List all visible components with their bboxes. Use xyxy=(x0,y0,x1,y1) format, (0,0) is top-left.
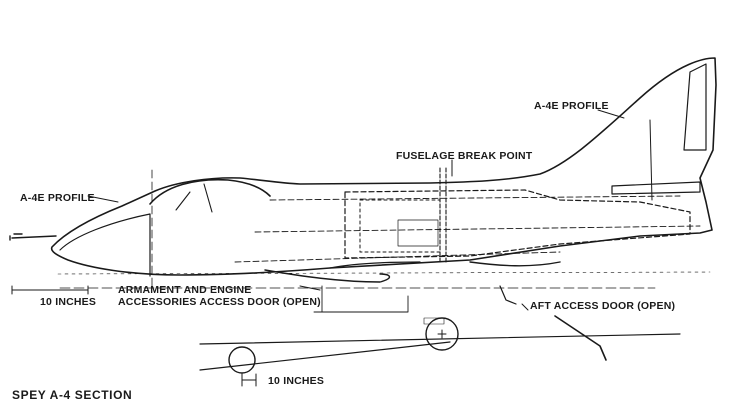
wheel-ten-inches-label: 10 INCHES xyxy=(268,375,325,387)
fuselage-break-point-label: FUSELAGE BREAK POINT xyxy=(396,150,533,162)
upper-contour-dashed xyxy=(269,195,681,201)
leader-tail-profile xyxy=(597,109,625,119)
fuselage-break-line xyxy=(439,167,447,263)
engine-annotation-box xyxy=(397,219,439,247)
engine-section-inner xyxy=(359,199,441,253)
armament-label-line1: ARMAMENT AND ENGINE xyxy=(118,284,252,296)
leader-aft-door xyxy=(521,303,529,311)
armament-label-line2: ACCESSORIES ACCESS DOOR (OPEN) xyxy=(118,296,321,308)
aft-access-door-label: AFT ACCESS DOOR (OPEN) xyxy=(530,300,676,312)
armament-access-door xyxy=(264,269,391,283)
main-wheel-cross xyxy=(437,329,447,339)
refuel-probe xyxy=(9,233,57,241)
horizontal-stabiliser xyxy=(611,181,701,195)
aft-door-hinge xyxy=(499,285,517,305)
nose-ten-inches-label: 10 INCHES xyxy=(40,296,97,308)
ground-line-upper xyxy=(199,333,681,345)
canopy-frame xyxy=(175,183,213,213)
drawing-title: SPEY A-4 SECTION xyxy=(12,388,133,402)
nose-profile-label: A-4E PROFILE xyxy=(20,192,95,204)
ground-line-lower xyxy=(199,341,451,371)
tail-profile-label: A-4E PROFILE xyxy=(534,100,609,112)
leader-armament xyxy=(299,285,321,291)
fuselage-outline xyxy=(50,57,717,276)
nose-dimension xyxy=(11,285,89,295)
nose-wheel xyxy=(228,346,256,374)
wing-fairing xyxy=(329,261,421,269)
main-wheel-annotation-box xyxy=(423,317,445,325)
tail-hinge-line xyxy=(649,119,653,201)
rudder-outline xyxy=(683,63,707,151)
aft-access-door xyxy=(469,261,561,267)
station-line-c xyxy=(313,295,409,313)
nose-wheel-dim xyxy=(241,373,257,387)
gear-strut xyxy=(554,315,607,361)
mid-contour-dashed xyxy=(254,225,701,233)
nose-a4e-profile xyxy=(59,213,151,277)
canopy xyxy=(149,178,271,205)
lower-contour-dashed xyxy=(234,251,561,263)
leader-nose-profile xyxy=(87,195,119,203)
